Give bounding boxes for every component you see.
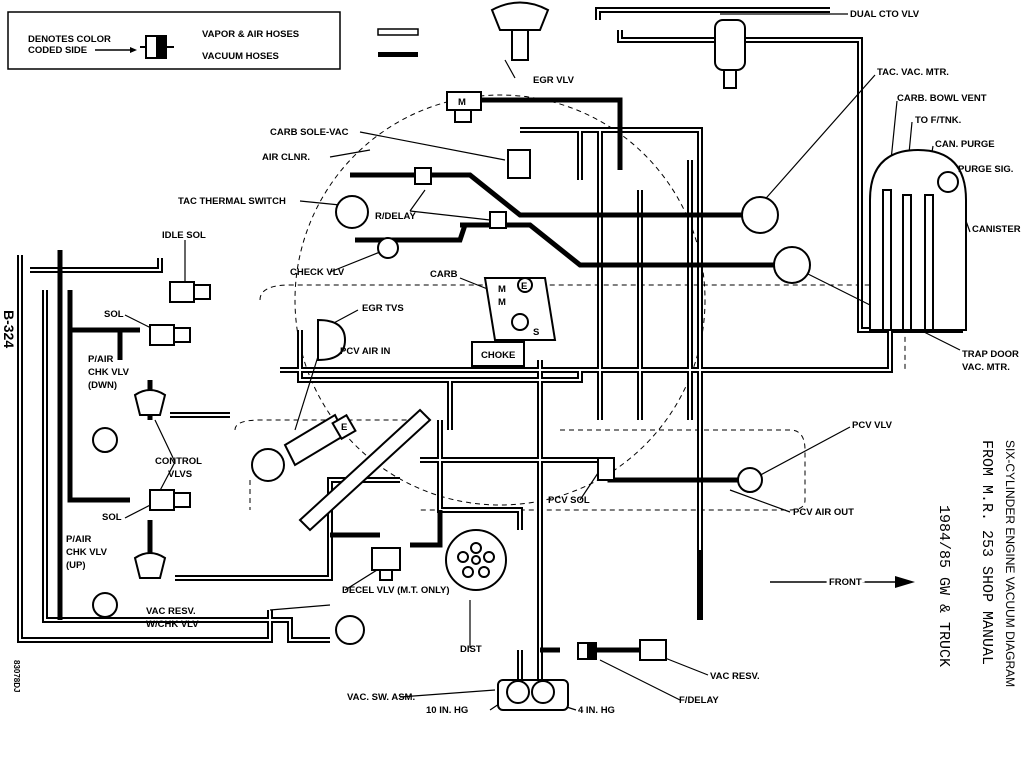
carb-port-e: E bbox=[521, 281, 527, 292]
label-pcv-air-in: PCV AIR IN bbox=[340, 346, 390, 357]
label-egr-vlv: EGR VLV bbox=[533, 75, 575, 86]
label-bowl-vent: CARB. BOWL VENT bbox=[897, 93, 987, 104]
label-carb-sole: CARB SOLE-VAC bbox=[270, 127, 349, 138]
svg-text:M: M bbox=[458, 97, 466, 108]
carb-port-m1: M bbox=[498, 284, 506, 295]
egr-tvs-icon bbox=[317, 318, 347, 362]
label-pair-up-2: CHK VLV bbox=[66, 547, 108, 558]
label-canister: CANISTER bbox=[972, 224, 1021, 235]
label-choke: CHOKE bbox=[481, 350, 515, 361]
check-valve-icon bbox=[377, 237, 399, 259]
label-can-purge: CAN. PURGE bbox=[935, 139, 995, 150]
legend-vacuum: VACUUM HOSES bbox=[202, 51, 279, 62]
label-vac-resv-chk-2: W/CHK VLV bbox=[146, 619, 199, 630]
label-pair-dwn-1: P/AIR bbox=[88, 354, 113, 365]
legend: DENOTES COLOR CODED SIDE VAPOR & AIR HOS… bbox=[7, 11, 419, 70]
label-carb: CARB bbox=[430, 269, 458, 280]
idle-sol-icon bbox=[169, 281, 195, 303]
10-in-hg-switch bbox=[506, 680, 530, 704]
label-sol-lower: SOL bbox=[102, 512, 122, 523]
label-pcv-sol: PCV SOL bbox=[548, 495, 590, 506]
sol-upper-icon bbox=[149, 324, 175, 346]
label-pair-up-3: (UP) bbox=[66, 560, 86, 571]
label-rdelay: R/DELAY bbox=[375, 211, 416, 222]
label-dist: DIST bbox=[460, 644, 482, 655]
label-vac-sw: VAC. SW. ASM. bbox=[347, 692, 415, 703]
label-tac-switch: TAC THERMAL SWITCH bbox=[178, 196, 286, 207]
4-in-hg-switch bbox=[531, 680, 555, 704]
label-vac-resv-chk-1: VAC RESV. bbox=[146, 606, 196, 617]
tac-thermal-switch-icon bbox=[335, 195, 369, 229]
vapor-hose-swatch bbox=[377, 28, 419, 36]
label-pair-up-1: P/AIR bbox=[66, 534, 91, 545]
legend-color-coded-1: DENOTES COLOR bbox=[28, 34, 111, 45]
label-check-vlv: CHECK VLV bbox=[290, 267, 345, 278]
dual-cto-valve-icon bbox=[714, 19, 746, 71]
label-pcv-vlv: PCV VLV bbox=[852, 420, 893, 431]
title-line-1: SIX-CYLINDER ENGINE VACUUM DIAGRAM bbox=[1003, 440, 1017, 687]
label-tac-vac: TAC. VAC. MTR. bbox=[877, 67, 949, 78]
label-idle-sol: IDLE SOL bbox=[162, 230, 206, 241]
pcv-valve-icon bbox=[737, 467, 763, 493]
legend-color-coded-2: CODED SIDE bbox=[28, 45, 87, 56]
figure-code: 83078DJ bbox=[12, 660, 21, 692]
label-pcv-air-out: PCV AIR OUT bbox=[793, 507, 854, 518]
label-dual-cto: DUAL CTO VLV bbox=[850, 9, 920, 20]
label-4-in-hg: 4 IN. HG bbox=[578, 705, 615, 716]
pcv-sol-icon bbox=[597, 457, 615, 481]
page-code: B-324 bbox=[1, 310, 17, 348]
components: M M M E S E bbox=[92, 1, 967, 711]
label-egr-tvs: EGR TVS bbox=[362, 303, 404, 314]
pair-chk-valve-up-icon bbox=[133, 552, 167, 579]
vac-resv-icon bbox=[639, 639, 667, 661]
label-control-2: VLVS bbox=[168, 469, 192, 480]
pcv-air-in-filter-icon bbox=[251, 448, 285, 482]
tac-vac-motor-icon bbox=[741, 196, 779, 234]
title-line-3: 1984/85 GW & TRUCK bbox=[935, 505, 952, 667]
vacuum-hose-swatch bbox=[378, 52, 418, 57]
label-pair-dwn-3: (DWN) bbox=[88, 380, 117, 391]
legend-vapor-air: VAPOR & AIR HOSES bbox=[202, 29, 299, 40]
label-purge-sig: PURGE SIG. bbox=[958, 164, 1013, 175]
label-to-ftnk: TO F/TNK. bbox=[915, 115, 961, 126]
label-air-clnr: AIR CLNR. bbox=[262, 152, 310, 163]
rdelay-icon bbox=[414, 167, 432, 185]
egr-valve-icon bbox=[490, 1, 550, 31]
canister-icon bbox=[869, 148, 967, 331]
label-fdelay: F/DELAY bbox=[679, 695, 719, 706]
carb-port-s: S bbox=[533, 327, 539, 338]
trap-door-motor-icon bbox=[773, 246, 811, 284]
component-labels: DUAL CTO VLV EGR VLV TAC. VAC. MTR. CARB… bbox=[66, 9, 1021, 716]
label-10-in-hg: 10 IN. HG bbox=[426, 705, 468, 716]
pcv-port-e: E bbox=[341, 422, 347, 433]
label-pair-dwn-2: CHK VLV bbox=[88, 367, 130, 378]
label-sol-upper: SOL bbox=[104, 309, 124, 320]
label-trap-door-2: VAC. MTR. bbox=[962, 362, 1010, 373]
label-decel: DECEL VLV (M.T. ONLY) bbox=[342, 585, 450, 596]
label-vac-resv: VAC RESV. bbox=[710, 671, 760, 682]
title-line-2: FROM M.R. 253 SHOP MANUAL bbox=[978, 440, 995, 665]
purge-signal-icon bbox=[937, 171, 959, 193]
sol-lower-icon bbox=[149, 489, 175, 511]
decel-valve-icon bbox=[371, 547, 401, 571]
label-trap-door-1: TRAP DOOR bbox=[962, 349, 1019, 360]
pair-chk-valve-dwn-icon bbox=[133, 389, 167, 416]
label-front: FRONT bbox=[829, 577, 862, 588]
label-control-1: CONTROL bbox=[155, 456, 202, 467]
vac-resv-chk-icon bbox=[335, 615, 365, 645]
leader-lines bbox=[124, 13, 971, 711]
carb-port-m2: M bbox=[498, 297, 506, 308]
choke-icon bbox=[471, 341, 525, 367]
